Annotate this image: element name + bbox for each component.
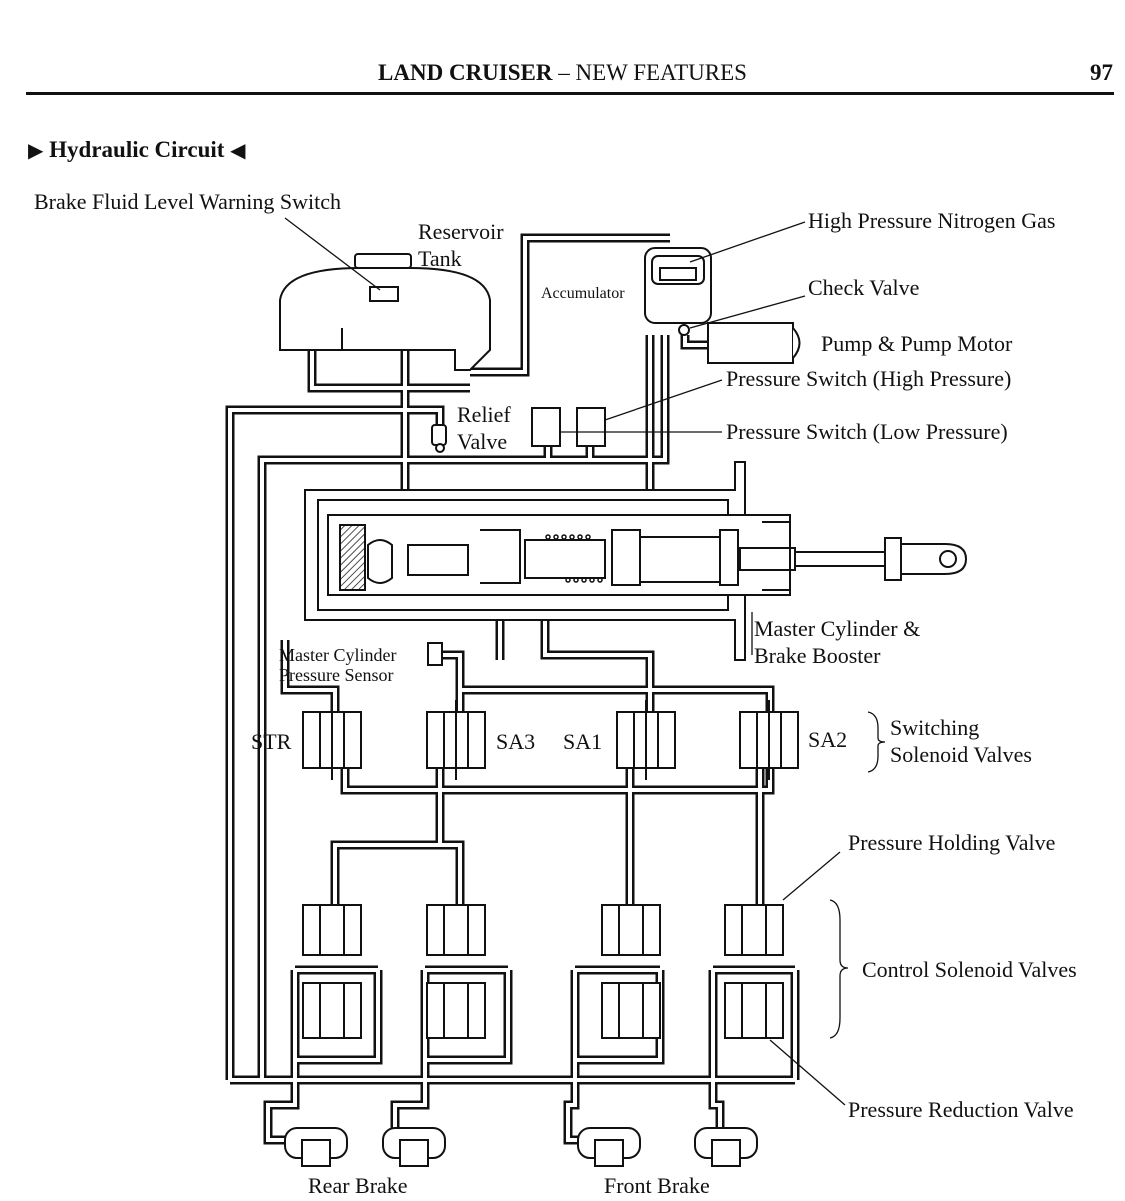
- switching-solenoid-valve-str: [302, 700, 362, 780]
- diagram-labels: Brake Fluid Level Warning Switch Reservo…: [34, 189, 1077, 1198]
- label-sa1: SA1: [563, 729, 602, 754]
- section-heading: ▶ Hydraulic Circuit ◀: [28, 137, 246, 163]
- relief-valve: [431, 424, 447, 453]
- label-master-cylinder-line2: Brake Booster: [754, 643, 881, 668]
- label-switching-line1: Switching: [890, 715, 979, 740]
- switching-solenoid-valve-sa1: [616, 700, 676, 780]
- reservoir-body: [279, 267, 491, 371]
- label-pressure-switch-high: Pressure Switch (High Pressure): [726, 366, 1011, 391]
- reservoir-cap: [354, 253, 412, 269]
- leader-lines: [284, 217, 886, 1106]
- front-brake-calipers: [577, 1127, 758, 1167]
- reservoir-tank: [279, 253, 491, 371]
- label-sa3: SA3: [496, 729, 535, 754]
- label-switching-line2: Solenoid Valves: [890, 742, 1032, 767]
- page-header: LAND CRUISER – NEW FEATURES 97: [0, 58, 1125, 88]
- header-title: LAND CRUISER – NEW FEATURES: [0, 60, 1125, 86]
- label-reservoir-line1: Reservoir: [418, 219, 504, 244]
- control-solenoid-valves: [302, 904, 784, 1039]
- section-marker-left: ▶: [28, 140, 44, 162]
- label-control-solenoid-valves: Control Solenoid Valves: [862, 957, 1077, 982]
- master-cylinder-brake-booster: [304, 461, 968, 661]
- label-front-brake: Front Brake: [604, 1173, 710, 1198]
- label-check-valve: Check Valve: [808, 275, 919, 300]
- pump-and-motor: [707, 322, 801, 364]
- header-rule: [26, 92, 1114, 95]
- pressure-switch-low: [531, 407, 561, 447]
- page-number: 97: [1090, 60, 1113, 85]
- fluid-level-switch: [369, 286, 399, 302]
- label-brake-fluid-level-warning-switch: Brake Fluid Level Warning Switch: [34, 189, 341, 214]
- label-pressure-reduction-valve: Pressure Reduction Valve: [848, 1097, 1074, 1122]
- label-master-cylinder-line1: Master Cylinder &: [754, 616, 920, 641]
- label-str: STR: [251, 729, 292, 754]
- label-high-pressure-nitrogen-gas: High Pressure Nitrogen Gas: [808, 208, 1055, 233]
- label-sa2: SA2: [808, 727, 847, 752]
- switching-solenoid-valve-sa3: [426, 700, 486, 780]
- label-relief-valve-line2: Valve: [457, 429, 507, 454]
- section-title: Hydraulic Circuit: [49, 137, 225, 162]
- label-pressure-switch-low: Pressure Switch (Low Pressure): [726, 419, 1008, 444]
- label-rear-brake: Rear Brake: [308, 1173, 408, 1198]
- master-cylinder-pressure-sensor: [427, 642, 443, 666]
- label-master-cylinder-pressure-sensor-line1: Master Cylinder: [279, 645, 396, 665]
- switching-solenoid-valve-sa2: [739, 700, 799, 780]
- header-title-rest: – NEW FEATURES: [552, 60, 747, 85]
- check-valve: [678, 324, 690, 336]
- rear-brake-calipers: [284, 1127, 446, 1167]
- header-title-bold: LAND CRUISER: [378, 60, 553, 85]
- pressure-switch-high: [576, 407, 606, 447]
- label-pressure-holding-valve: Pressure Holding Valve: [848, 830, 1055, 855]
- label-relief-valve-line1: Relief: [457, 402, 511, 427]
- label-pump-and-pump-motor: Pump & Pump Motor: [821, 331, 1013, 356]
- section-marker-right: ◀: [230, 140, 246, 162]
- accumulator: [644, 247, 712, 324]
- label-accumulator: Accumulator: [541, 285, 625, 302]
- label-master-cylinder-pressure-sensor-line2: Pressure Sensor: [279, 665, 394, 685]
- label-reservoir-line2: Tank: [418, 246, 462, 271]
